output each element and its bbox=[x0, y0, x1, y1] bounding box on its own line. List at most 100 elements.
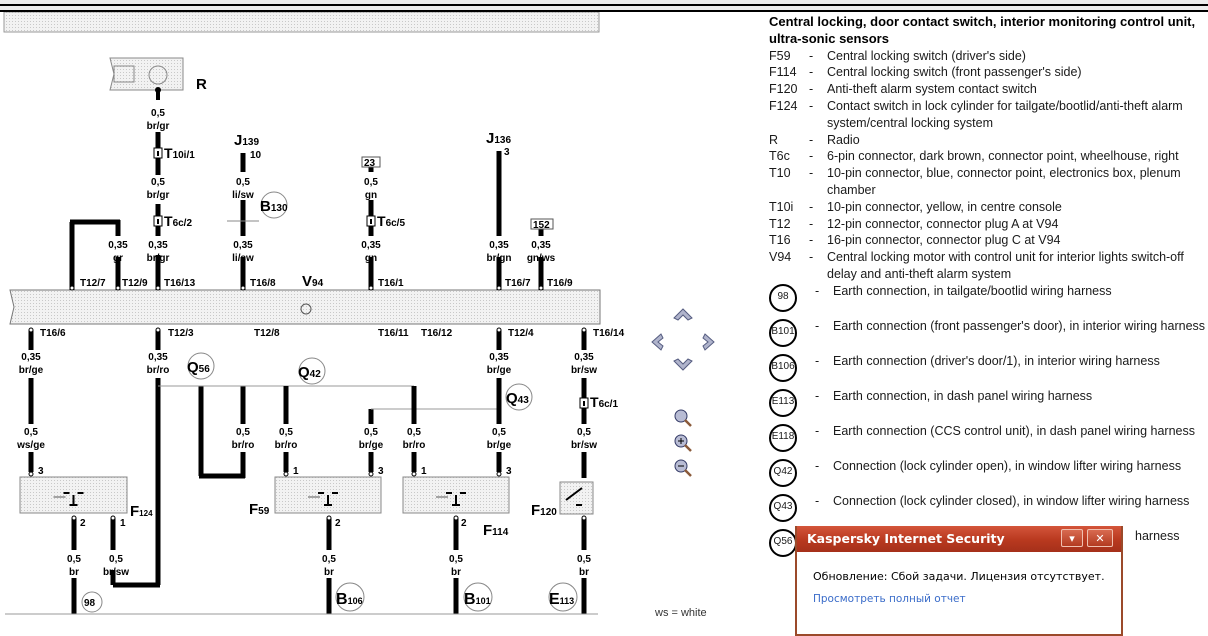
wire-size-label: 0,5 bbox=[236, 427, 250, 438]
earth-symbol-icon: E113 bbox=[769, 388, 797, 417]
legend-earth-item: Q43-Connection (lock cylinder closed), i… bbox=[769, 493, 1205, 528]
legend-panel: Central locking, door contact switch, in… bbox=[769, 14, 1205, 563]
wire-color-label: br/ge bbox=[359, 440, 384, 451]
pin-icon bbox=[155, 285, 161, 291]
pin-icon bbox=[538, 285, 544, 291]
legend-item: F120-Anti-theft alarm system contact swi… bbox=[769, 81, 1205, 98]
legend-dash: - bbox=[809, 98, 814, 113]
connection-q42: Q42 bbox=[298, 364, 321, 381]
legend-desc: Connection (lock cylinder open), in wind… bbox=[833, 458, 1182, 473]
pin-number: 3 bbox=[378, 466, 384, 477]
earth-symbol-icon: B106 bbox=[769, 353, 797, 382]
radio-component bbox=[109, 57, 184, 91]
switch-contact-icon bbox=[318, 492, 338, 506]
pan-right-icon[interactable] bbox=[702, 333, 715, 351]
legend-code: T6c bbox=[769, 149, 790, 164]
earth-98: 98 bbox=[84, 598, 96, 609]
wire-size-label: 0,5 bbox=[449, 554, 463, 565]
legend-code: T10i bbox=[769, 199, 794, 214]
earth-symbol-icon: Q56 bbox=[769, 528, 797, 557]
radio-knob-icon bbox=[148, 65, 168, 85]
connector-pin-label: T16/7 bbox=[505, 278, 531, 289]
connector-pin-label: T16/6 bbox=[40, 328, 66, 339]
pin-icon bbox=[240, 285, 246, 291]
earth-symbol-icon: B101 bbox=[769, 318, 797, 347]
legend-dash: - bbox=[809, 132, 814, 147]
legend-desc: 6-pin connector, dark brown, connector p… bbox=[827, 149, 1179, 164]
wire-color-label: br/ge bbox=[19, 365, 44, 376]
zoom-out-icon[interactable] bbox=[674, 459, 692, 477]
pin-number: 2 bbox=[80, 518, 86, 529]
legend-earth-item: Q42-Connection (lock cylinder open), in … bbox=[769, 458, 1205, 493]
legend-dash: - bbox=[809, 216, 814, 231]
pin-number: 1 bbox=[421, 466, 427, 477]
wire-size-label: 0,5 bbox=[577, 554, 591, 565]
legend-desc: Central locking motor with control unit … bbox=[827, 250, 1184, 281]
connector-pin-label: T12/3 bbox=[168, 328, 194, 339]
legend-desc: 16-pin connector, connector plug C at V9… bbox=[827, 233, 1061, 248]
legend-dash: - bbox=[815, 353, 820, 368]
wire-size-label: 0,5 bbox=[577, 427, 591, 438]
wire-size-label: 0,5 bbox=[236, 177, 250, 188]
switch-contact-icon bbox=[446, 492, 466, 506]
component-r: R bbox=[196, 76, 207, 93]
wire-size-label: 0,5 bbox=[364, 177, 378, 188]
pin-icon bbox=[71, 515, 77, 521]
pin-number: 3 bbox=[38, 466, 44, 477]
wire-size-label: 0,35 bbox=[108, 240, 128, 251]
terminal-152: 152 bbox=[533, 220, 550, 231]
wire-color-label: br/ro bbox=[147, 365, 170, 376]
wire-size-label: 0,35 bbox=[233, 240, 253, 251]
connector-pin-label: T16/1 bbox=[378, 278, 404, 289]
switch-f120 bbox=[559, 481, 594, 515]
pan-up-icon[interactable] bbox=[673, 308, 693, 321]
label-f59: F59 bbox=[249, 501, 270, 518]
popup-report-link[interactable]: Просмотреть полный отчет bbox=[813, 593, 966, 605]
connector-pin-label: T12/8 bbox=[254, 328, 280, 339]
earth-symbol-icon: Q42 bbox=[769, 458, 797, 487]
legend-item: F114-Central locking switch (front passe… bbox=[769, 64, 1205, 81]
legend-code: F120 bbox=[769, 82, 798, 97]
legend-title: Central locking, door contact switch, in… bbox=[769, 14, 1196, 46]
pan-left-icon[interactable] bbox=[651, 333, 664, 351]
pin-icon bbox=[115, 285, 121, 291]
legend-code: F114 bbox=[769, 65, 797, 80]
pan-down-icon[interactable] bbox=[673, 358, 693, 371]
zoom-fit-icon[interactable] bbox=[674, 409, 692, 427]
zoom-in-icon[interactable] bbox=[674, 434, 692, 452]
legend-item: R-Radio bbox=[769, 132, 1205, 149]
legend-desc: 10-pin connector, blue, connector point,… bbox=[827, 166, 1181, 197]
wire-color-label: br/sw bbox=[571, 440, 597, 451]
zoom-controls bbox=[674, 409, 692, 477]
wire-color-label: gr bbox=[113, 253, 123, 264]
wire-size-label: 0,5 bbox=[24, 427, 38, 438]
legend-earth-item: 98-Earth connection, in tailgate/bootlid… bbox=[769, 283, 1205, 318]
wire-color-label: br/ge bbox=[487, 365, 512, 376]
earth-b106: B106 bbox=[336, 591, 363, 608]
pin-icon bbox=[283, 471, 289, 477]
legend-item: T10i-10-pin connector, yellow, in centre… bbox=[769, 199, 1205, 216]
wire-size-label: 0,35 bbox=[361, 240, 381, 251]
wire-color-label: br bbox=[69, 567, 79, 578]
pin-icon bbox=[581, 515, 587, 521]
wiring-diagram: R 0,5br/gr0,5br/gr0,35br/gr0,35gr0,5li/s… bbox=[3, 12, 625, 615]
popup-close-button[interactable]: ✕ bbox=[1087, 529, 1113, 547]
top-divider bbox=[0, 10, 1208, 12]
wire-color-label: li/sw bbox=[232, 190, 254, 201]
wire-color-label: br/gn bbox=[487, 253, 512, 264]
wire-color-label: br/gr bbox=[147, 253, 170, 264]
legend-desc: Earth connection (CCS control unit), in … bbox=[833, 423, 1195, 438]
legend-desc: Earth connection (front passenger's door… bbox=[833, 318, 1206, 333]
b130-circle bbox=[260, 191, 288, 219]
pin-icon bbox=[453, 515, 459, 521]
earth-b101: B101 bbox=[464, 591, 491, 608]
connector-t6c1: T6c/1 bbox=[590, 394, 618, 410]
pin-number: 1 bbox=[120, 518, 126, 529]
j136-pin: 3 bbox=[504, 147, 510, 158]
popup-menu-button[interactable]: ▾ bbox=[1061, 529, 1083, 547]
label-f114: F114 bbox=[483, 522, 509, 539]
connector-pin-label: T16/11 bbox=[378, 328, 409, 339]
wire-size-label: 0,5 bbox=[109, 554, 123, 565]
color-note: ws = white bbox=[655, 607, 707, 619]
wire-color-label: br bbox=[324, 567, 334, 578]
